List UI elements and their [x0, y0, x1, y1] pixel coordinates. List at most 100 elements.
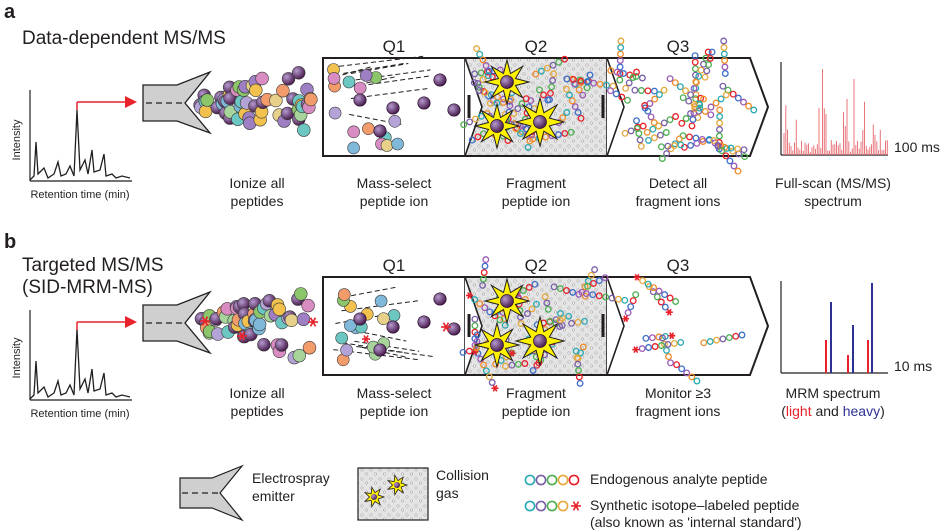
panel-b: b Targeted MS/MS (SID-MRM-MS) Intensity … — [4, 231, 932, 420]
ion-bead — [272, 302, 286, 316]
fragment-residue — [678, 119, 686, 127]
precursor-ion — [533, 334, 547, 348]
fragment-residue — [700, 95, 707, 103]
fragment-residue — [555, 58, 563, 66]
fragment-residue — [677, 338, 685, 346]
x-axis-label-b: Retention time (min) — [30, 408, 129, 420]
ion-bead — [294, 287, 308, 301]
x-axis-label-a: Retention time (min) — [30, 189, 129, 201]
ion-bead — [269, 93, 283, 108]
fragment-residue — [480, 361, 488, 369]
fragment-residue — [576, 379, 584, 387]
fragment-residue — [559, 114, 567, 122]
fragment-residue — [639, 122, 647, 130]
fragment-residue — [543, 299, 551, 307]
fragment-residue — [529, 367, 537, 374]
y-axis-label-b: Intensity — [11, 337, 23, 378]
fragment-residue — [584, 282, 592, 290]
chromatogram-a: Intensity Retention time (min) — [11, 90, 137, 201]
fragment-residue — [730, 162, 738, 170]
fragment-residue — [670, 339, 678, 347]
fragment-residue — [653, 293, 661, 301]
fragment-residue — [506, 102, 514, 110]
fragment-residue — [544, 96, 552, 104]
fragment-residue — [488, 379, 496, 386]
fragment-residue — [575, 86, 583, 94]
fragment-residue — [579, 91, 587, 99]
fragment-residue — [522, 95, 530, 103]
ion-bead — [249, 83, 263, 98]
stage-label-q3-a: Q3 — [667, 37, 690, 56]
ion-bead — [284, 313, 299, 327]
residue — [524, 474, 536, 486]
caption-select-b-2: peptide ion — [360, 403, 429, 419]
fragment-residue — [734, 145, 742, 153]
fragment-residue — [569, 75, 577, 83]
scan-time-a: 100 ms — [894, 139, 940, 155]
fragment-residue — [721, 70, 729, 77]
fragment-residue — [603, 81, 611, 89]
endogenous-peptide-icon — [524, 474, 580, 486]
caption-spectrum-a-2: spectrum — [804, 193, 862, 209]
fragment-residue — [590, 279, 597, 287]
ion-bead — [198, 104, 213, 119]
stage-label-q2-b: Q2 — [525, 256, 548, 275]
fragment-residue — [574, 318, 582, 326]
ion-bead — [337, 288, 351, 301]
mrm-spectrum-b: 10 ms — [780, 281, 932, 374]
q1-selected-ions-a — [327, 55, 461, 155]
caption-spectrum-b-2: (light and heavy) — [781, 403, 885, 419]
fragment-residue — [655, 333, 663, 341]
chromatogram-b: Intensity Retention time (min) — [11, 310, 137, 420]
fragment-residue — [482, 62, 490, 70]
selected-ion — [433, 73, 447, 87]
fragment-residue — [700, 339, 708, 347]
fragment-residue — [725, 334, 733, 342]
trajectory — [350, 63, 409, 74]
fragment-residue — [678, 365, 686, 373]
fragment-residue — [554, 131, 562, 139]
q3-monitored-fragments-b — [582, 273, 746, 385]
fragment-residue — [741, 153, 749, 161]
fragment-residue — [526, 137, 534, 145]
fragment-residue — [651, 95, 659, 103]
fragment-residue — [672, 113, 680, 120]
fragment-residue — [687, 141, 695, 149]
fragment-residue — [655, 287, 663, 295]
fragment-residue — [618, 93, 626, 101]
ion-bead — [302, 341, 317, 355]
label-star — [442, 322, 450, 332]
fragment-residue — [708, 48, 716, 56]
fragment-residue — [644, 107, 652, 115]
trajectory — [343, 286, 397, 298]
fragment-residue — [517, 320, 525, 327]
fragment-residue — [664, 340, 672, 348]
fragment-residue — [470, 79, 478, 87]
fragment-residue — [540, 91, 548, 99]
fragment-residue — [692, 134, 700, 142]
fragment-residue — [645, 344, 653, 351]
fragment-residue — [528, 305, 536, 313]
fragment-residue — [475, 87, 483, 94]
fragment-residue — [673, 361, 681, 369]
fragment-residue — [482, 367, 490, 375]
fragment-residue — [549, 61, 557, 69]
note-open: ( — [781, 403, 786, 419]
fragment-residue — [661, 303, 669, 311]
fragment-residue — [479, 76, 487, 83]
ion-bead — [391, 137, 404, 151]
caption-ionize-a-1: Ionize all — [229, 175, 284, 191]
ion-bead — [342, 75, 356, 89]
fragment-residue — [650, 87, 658, 95]
label-star — [472, 348, 478, 356]
stage-label-q3-b: Q3 — [667, 256, 690, 275]
fragment-residue — [544, 305, 552, 313]
fragment-residue — [591, 266, 599, 274]
fragment-residue — [661, 291, 669, 299]
fragment-residue — [624, 309, 632, 317]
caption-detect-a-1: Detect all — [649, 175, 707, 191]
fragment-residue — [639, 277, 647, 285]
selected-ion — [353, 312, 367, 326]
fragment-residue — [632, 73, 640, 80]
